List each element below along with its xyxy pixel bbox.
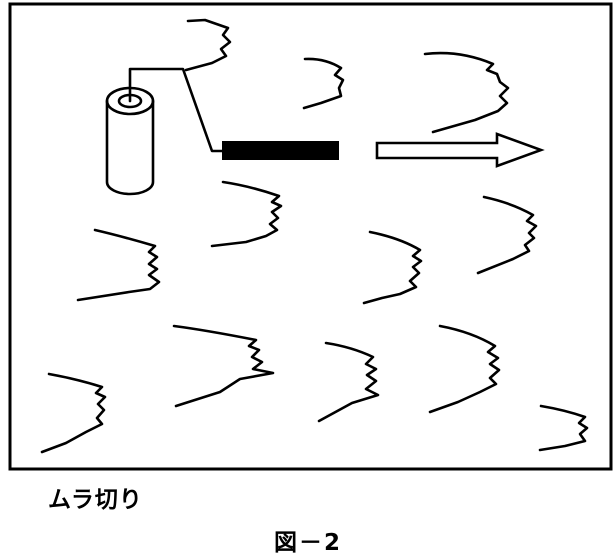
- paint-edge-mark: [476, 195, 538, 275]
- paint-edge-mark: [210, 180, 283, 248]
- paint-edge-mark: [428, 324, 501, 414]
- figure-number: 図－2: [273, 530, 342, 556]
- paint-edge-mark: [302, 57, 345, 110]
- paint-edge-mark: [40, 372, 107, 454]
- roller-handle-frame: [128, 67, 224, 153]
- paint-edge-mark: [317, 341, 380, 423]
- paint-roller-icon: [105, 67, 339, 196]
- right-arrow-outline-icon: [375, 132, 545, 168]
- paint-edge-mark: [76, 228, 161, 302]
- caption-label: ムラ切り: [48, 487, 143, 513]
- roller-cylinder-body: [105, 99, 155, 196]
- uneven-paint-edges: [40, 18, 589, 454]
- paint-edge-mark: [184, 18, 232, 72]
- paint-edge-mark: [172, 324, 275, 408]
- paint-edge-mark: [423, 51, 510, 134]
- paint-edge-mark: [538, 404, 589, 452]
- paint-edge-mark: [362, 230, 423, 305]
- roller-handle-grip: [222, 141, 339, 160]
- diagram-frame: [8, 2, 613, 471]
